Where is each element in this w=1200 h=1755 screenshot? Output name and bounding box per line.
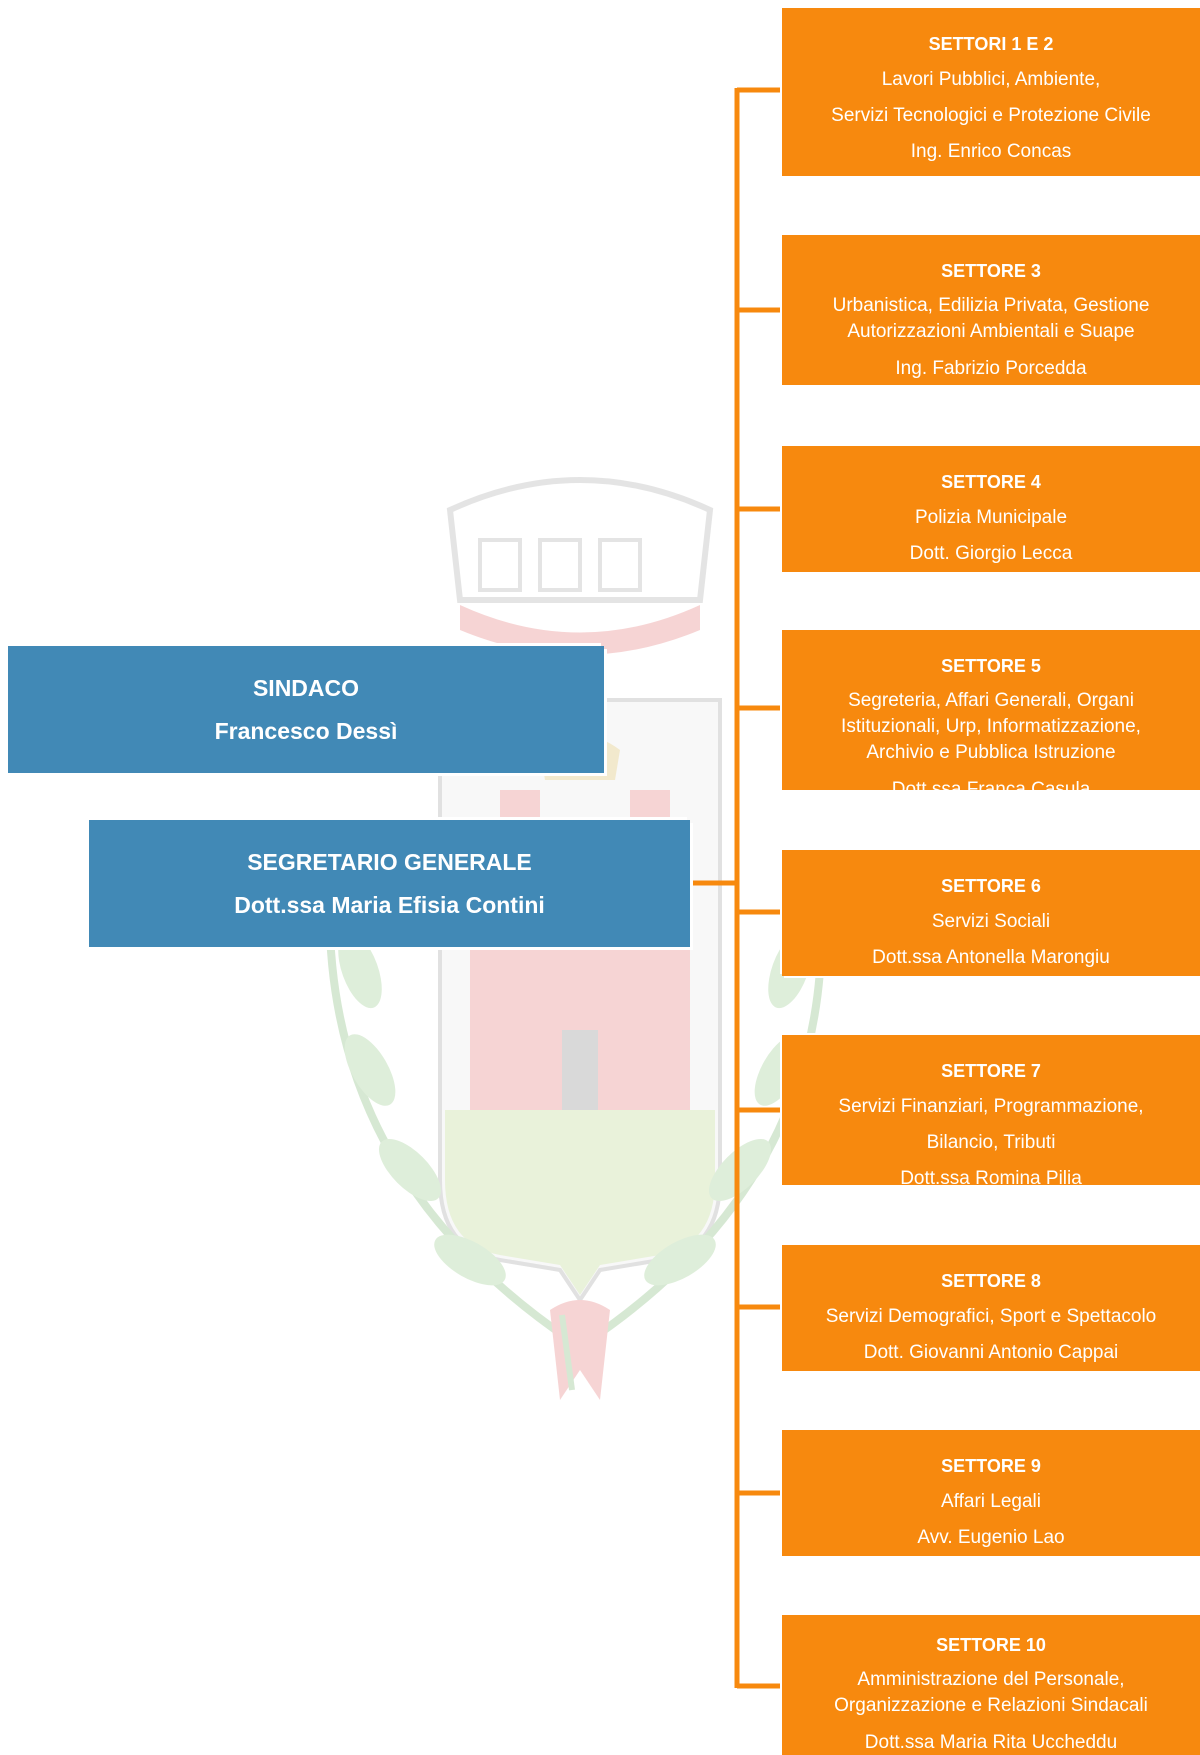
sector-desc-line: Archivio e Pubblica Istruzione xyxy=(866,742,1116,763)
segretario-name: Dott.ssa Maria Efisia Contini xyxy=(234,891,545,918)
sector-desc-line: Servizi Finanziari, Programmazione, xyxy=(838,1096,1144,1117)
sector-head: Dott.ssa Maria Rita Uccheddu xyxy=(864,1732,1118,1753)
sector-desc-line: Urbanistica, Edilizia Privata, Gestione xyxy=(832,295,1150,316)
sector-title: SETTORE 3 xyxy=(941,261,1041,281)
sector-title: SETTORE 8 xyxy=(941,1271,1041,1291)
sector-title: SETTORE 7 xyxy=(941,1061,1041,1081)
sector-head: Dott.ssa Antonella Marongiu xyxy=(872,947,1110,968)
sector-desc-line: Servizi Demografici, Sport e Spettacolo xyxy=(825,1306,1157,1327)
sindaco-role: SINDACO xyxy=(252,674,360,701)
sector-desc-line: Affari Legali xyxy=(941,1491,1041,1512)
sector-box-8: SETTORE 8 Servizi Demografici, Sport e S… xyxy=(782,1245,1200,1371)
segretario-box: SEGRETARIO GENERALE Dott.ssa Maria Efisi… xyxy=(89,820,690,947)
sector-desc-line: Amministrazione del Personale, xyxy=(857,1669,1125,1690)
sector-box-3: SETTORE 3 Urbanistica, Edilizia Privata,… xyxy=(782,235,1200,385)
sector-desc: Segreteria, Affari Generali, Organi Isti… xyxy=(782,684,1200,772)
sindaco-box: SINDACO Francesco Dessì xyxy=(8,646,604,773)
sector-desc-line: Autorizzazioni Ambientali e Suape xyxy=(847,321,1135,342)
sector-title: SETTORI 1 E 2 xyxy=(928,34,1054,54)
sector-desc-line: Segreteria, Affari Generali, Organi xyxy=(848,690,1134,711)
sector-desc: Amministrazione del Personale, Organizza… xyxy=(782,1663,1200,1725)
sector-box-5: SETTORE 5 Segreteria, Affari Generali, O… xyxy=(782,630,1200,800)
sector-title: SETTORE 6 xyxy=(941,876,1041,896)
sector-desc-line: Servizi Tecnologici e Protezione Civile xyxy=(831,105,1151,126)
sector-desc-line: Servizi Sociali xyxy=(931,911,1051,932)
sector-head: Dott. Giorgio Lecca xyxy=(909,543,1073,564)
sector-title: SETTORE 4 xyxy=(941,472,1041,492)
sector-head: Ing. Fabrizio Porcedda xyxy=(895,358,1087,379)
segretario-role: SEGRETARIO GENERALE xyxy=(247,848,532,875)
sector-desc-line: Lavori Pubblici, Ambiente, xyxy=(881,69,1101,90)
sector-box-6: SETTORE 6 Servizi Sociali Dott.ssa Anton… xyxy=(782,850,1200,976)
sector-box-4: SETTORE 4 Polizia Municipale Dott. Giorg… xyxy=(782,446,1200,572)
sector-box-1-2: SETTORI 1 E 2 Lavori Pubblici, Ambiente,… xyxy=(782,8,1200,176)
sector-desc-line: Istituzionali, Urp, Informatizzazione, xyxy=(841,716,1141,737)
sector-box-7: SETTORE 7 Servizi Finanziari, Programmaz… xyxy=(782,1035,1200,1189)
sector-title: SETTORE 10 xyxy=(936,1635,1046,1655)
sector-head: Avv. Eugenio Lao xyxy=(917,1527,1065,1548)
sindaco-name: Francesco Dessì xyxy=(214,717,398,744)
sector-desc: Urbanistica, Edilizia Privata, Gestione … xyxy=(782,289,1200,351)
sector-title: SETTORE 9 xyxy=(941,1456,1041,1476)
sector-head: Ing. Enrico Concas xyxy=(910,141,1072,162)
sector-box-10: SETTORE 10 Amministrazione del Personale… xyxy=(782,1615,1200,1755)
sector-head: Dott.ssa Romina Pilia xyxy=(900,1168,1082,1189)
sector-desc-line: Organizzazione e Relazioni Sindacali xyxy=(834,1695,1148,1716)
sector-box-9: SETTORE 9 Affari Legali Avv. Eugenio Lao xyxy=(782,1430,1200,1556)
sector-desc-line: Polizia Municipale xyxy=(914,507,1068,528)
sector-head: Dott. Giovanni Antonio Cappai xyxy=(863,1342,1119,1363)
sector-title: SETTORE 5 xyxy=(941,656,1041,676)
sector-desc-line: Bilancio, Tributi xyxy=(926,1132,1056,1153)
sector-head: Dott.ssa Franca Casula xyxy=(891,779,1091,800)
